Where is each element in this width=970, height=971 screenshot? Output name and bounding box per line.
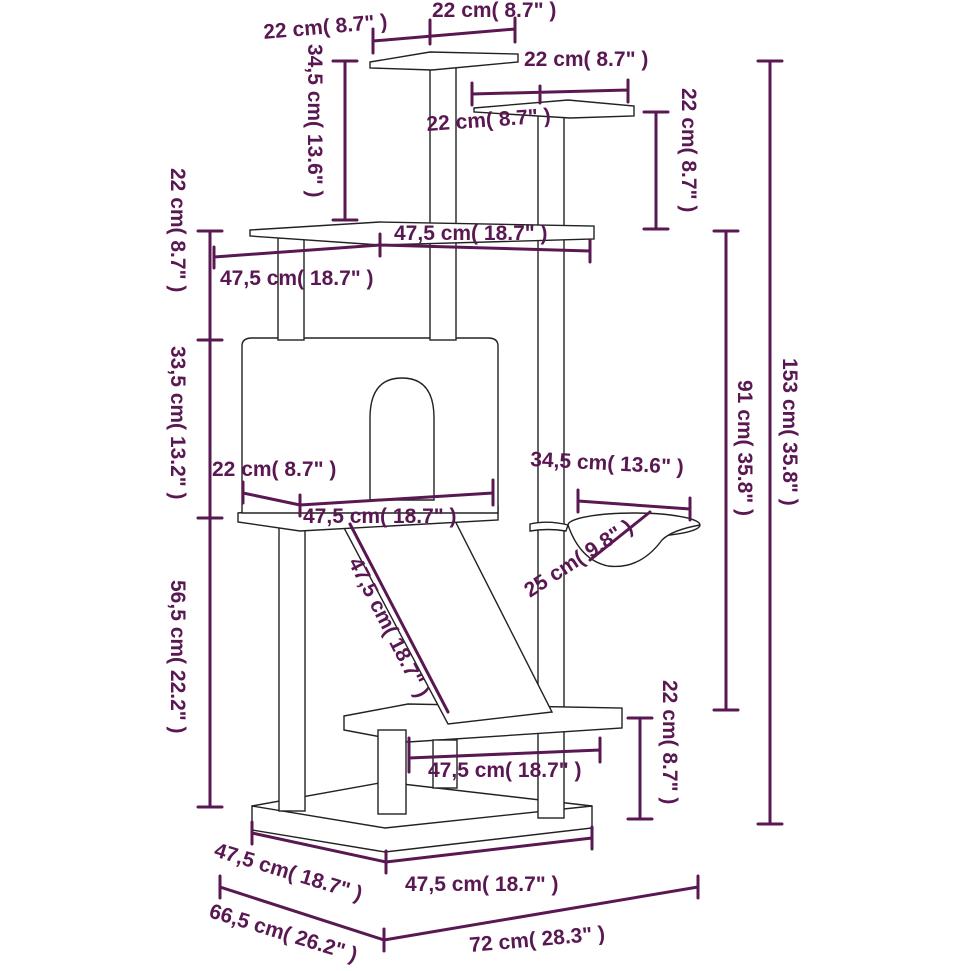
top-platform-right [473, 99, 635, 119]
post-step-right [432, 739, 458, 789]
dim-top-post-height [331, 59, 359, 222]
label-mid-plat-depth: 47,5 cm( 18.7" ) [220, 267, 374, 290]
label-right-plat-width: 22 cm( 8.7" ) [524, 48, 648, 71]
post-upper-mid [429, 61, 457, 341]
dim-mid-platform [212, 232, 592, 270]
post-step-left [377, 729, 407, 815]
label-left-top-height: 22 cm( 8.7" ) [166, 168, 189, 292]
dim-step-width [407, 736, 602, 774]
dim-hammock-width [576, 488, 692, 522]
label-overall-width: 72 cm( 28.3" ) [468, 922, 606, 957]
label-house-plat-width: 47,5 cm( 18.7" ) [303, 505, 457, 528]
dim-right-mid [712, 229, 740, 712]
mid-platform [249, 221, 595, 246]
label-lower-left-height: 56,5 cm( 22.2" ) [166, 580, 189, 734]
label-top-post-height: 34,5 cm( 13.6" ) [303, 44, 326, 198]
dimension-lines [196, 16, 784, 953]
cat-tree-drawing [237, 51, 701, 853]
dim-top-right-width [470, 78, 630, 107]
label-mid-plat-width: 47,5 cm( 18.7" ) [394, 222, 548, 245]
label-house-height: 33,5 cm( 13.2" ) [166, 346, 189, 500]
dim-top-left-width [371, 16, 517, 55]
label-house-plat-depth: 22 cm( 8.7" ) [212, 458, 336, 481]
post-lower-left [278, 523, 306, 812]
house-entrance [369, 377, 435, 501]
dim-ramp [348, 522, 450, 714]
dim-step-height [626, 716, 654, 821]
top-platform-left [369, 51, 519, 71]
dim-left-stack [196, 229, 224, 809]
label-step-width: 47,5 cm( 18.7" ) [428, 759, 582, 782]
label-right-mid-height: 91 cm( 35.8" ) [733, 380, 756, 516]
label-top-right-width: 22 cm( 8.7" ) [432, 0, 556, 22]
dim-base [250, 820, 594, 875]
label-base-depth: 47,5 cm( 18.7" ) [212, 839, 366, 906]
base-top [251, 781, 593, 829]
dim-overall [218, 874, 700, 953]
dim-house-platform [241, 478, 495, 518]
label-base-width: 47,5 cm( 18.7" ) [405, 873, 559, 896]
dim-right-plat-height [642, 110, 670, 231]
hammock-basket [567, 524, 701, 568]
hammock-arm [529, 521, 569, 532]
label-top-left-width: 22 cm( 8.7" ) [262, 10, 388, 44]
label-step-height: 22 cm( 8.7" ) [658, 680, 681, 804]
dim-hammock-depth [588, 510, 652, 562]
label-overall-depth: 66,5 cm( 26.2" ) [207, 900, 361, 967]
label-right-plat-height: 22 cm( 8.7" ) [677, 88, 700, 212]
label-total-height: 153 cm( 35.8" ) [778, 358, 801, 506]
dim-total-height [756, 59, 784, 826]
step-platform [343, 703, 623, 743]
